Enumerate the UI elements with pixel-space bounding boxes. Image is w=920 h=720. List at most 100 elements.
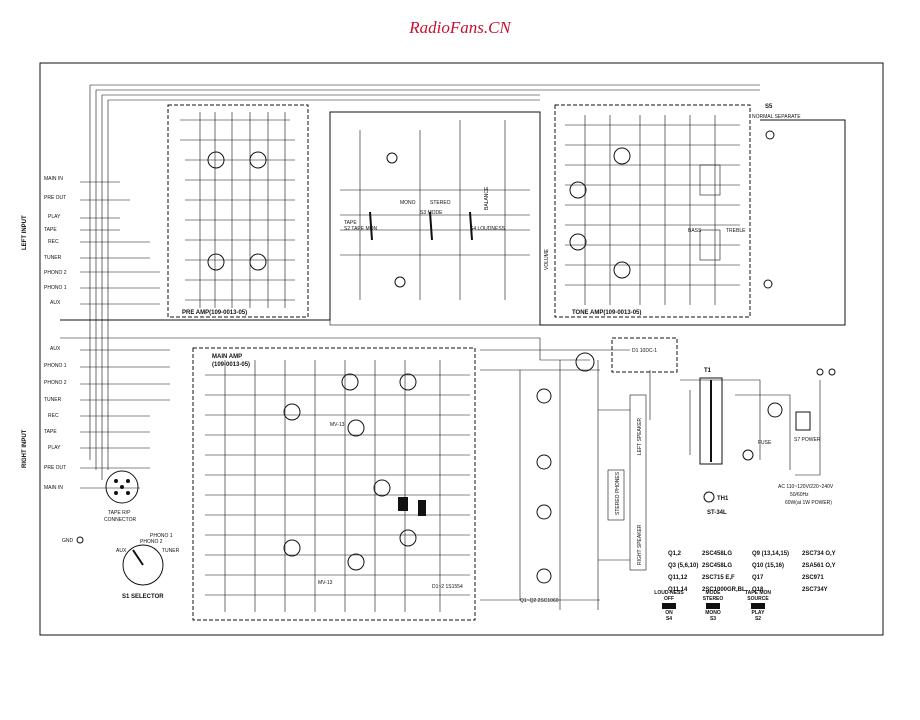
transistor-row: Q1,2 2SC458LG Q9 (13,14,15) 2SC734 O,Y [668, 548, 873, 560]
main-amp-label-1: MAIN AMP [212, 354, 242, 360]
main-amp-label-2: (109-0013-05) [212, 362, 250, 368]
balance-label: BALANCE [484, 186, 490, 210]
switch-panel-mode: MODE STEREO MONO S3 [696, 590, 730, 622]
switch-ref: S3 [709, 616, 717, 622]
q-ref: Q10 (15,16) [752, 563, 785, 569]
gnd-label: GND [62, 538, 74, 544]
right-jack-8: MAIN IN [44, 485, 63, 491]
output-stage [480, 349, 630, 610]
transformer-label: T1 [704, 368, 712, 374]
selector-pos-0: PHONO 2 [140, 539, 163, 545]
transistor-row: Q11,14 2SC1000GR,BL Q18 2SC734Y [668, 584, 873, 596]
jack-label: MAIN IN [44, 485, 63, 491]
right-jack-5: TAPE [44, 429, 57, 435]
right-speaker-label: RIGHT SPEAKER [637, 524, 643, 565]
selector-pos-2: AUX [116, 548, 127, 554]
pre-amp-label: PRE AMP(109-0013-05) [182, 310, 247, 316]
left-jack-6: PHONO 2 [44, 270, 67, 276]
normal-separate-label: NORMAL SEPARATE [752, 114, 801, 120]
connector-label-1: TAPE R/P [108, 510, 131, 516]
switch-section [329, 111, 541, 326]
jack-label: PRE OUT [44, 465, 67, 471]
switch-top-label: OFF [664, 596, 674, 602]
jack-label: PLAY [48, 214, 61, 220]
switch-top-label: SOURCE [747, 596, 769, 602]
q-ref: Q11,14 [668, 587, 688, 593]
d-main-label: D1~2 1S1554 [432, 584, 463, 590]
q-part: 2SC458LG [702, 551, 733, 557]
mv13-label-b: MV-13 [318, 580, 333, 586]
switch-button-tape-mon [751, 603, 765, 609]
right-jack-6: PLAY [48, 445, 60, 451]
s4-loudness-label: S4 LOUDNESS [470, 226, 506, 232]
jack-label: PRE OUT [44, 195, 67, 201]
ac-line-2: 50/60Hz [790, 492, 809, 498]
selector-label: S1 SELECTOR [122, 594, 164, 600]
frame-border [39, 62, 884, 636]
switch-bottom-label: MONO [705, 610, 721, 616]
left-jack-0: MAIN IN [44, 176, 63, 182]
selector-pos-3: TUNER [162, 548, 180, 554]
bass-label: BASS [688, 228, 702, 234]
q-ref: Q9 (13,14,15) [752, 551, 790, 557]
right-jack-7: PRE OUT [44, 465, 66, 471]
jack-label: REC [48, 239, 59, 245]
left-jack-4: REC [48, 239, 59, 245]
treble-label: TREBLE [726, 228, 746, 234]
right-jack-1: PHONO 1 [44, 363, 67, 369]
thermal-label: TH1 [717, 496, 729, 502]
q-part: 2SA561 O,Y [802, 563, 836, 569]
mono-label: MONO [400, 200, 416, 206]
stereo-phones-label: STEREO PHONES [615, 471, 621, 515]
s7-power-label: S7 POWER [794, 437, 821, 443]
s3-mode-label: S3 MODE [420, 210, 443, 216]
left-jack-8: AUX [50, 300, 60, 306]
right-jack-0: AUX [50, 346, 60, 352]
switch-title: LOUD-NESS [654, 590, 684, 596]
q-part: 2SC458LG [702, 563, 733, 569]
q-ref: Q3 (5,6,10) [668, 563, 699, 569]
switch-button-loudness [662, 603, 676, 609]
volume-label: VOLUME [544, 248, 550, 270]
q-part: 2SC971 [802, 575, 824, 581]
jack-label: PLAY [48, 445, 61, 451]
tape-connector [105, 470, 139, 504]
jack-label: TAPE [44, 429, 57, 435]
stereo-label: STEREO [430, 200, 451, 206]
q-part: 2SC1000GR,BL [702, 587, 746, 593]
switch-bottom-label: ON [665, 610, 673, 616]
jack-label: AUX [50, 346, 61, 352]
left-jack-2: PLAY [48, 214, 60, 220]
selector-pos-1: PHONO 1 [150, 533, 173, 539]
fuse-label: FUSE [758, 440, 772, 446]
power-supply [611, 337, 836, 476]
switch-bottom-label: PLAY [751, 610, 765, 616]
jack-label: PHONO 1 [44, 285, 67, 291]
s5-label: S5 [765, 104, 773, 110]
switch-ref: S2 [754, 616, 762, 622]
left-input-side-label: LEFT INPUT [22, 215, 28, 250]
jack-label: TUNER [44, 397, 62, 403]
switch-title: TAPE MON [744, 590, 772, 596]
switch-panel-tape-mon: TAPE MON SOURCE PLAY S2 [740, 590, 776, 622]
watermark: RadioFans.CN [409, 18, 511, 37]
left-jack-1: PRE OUT [44, 195, 66, 201]
thermal-part-label: ST-34L [707, 510, 727, 516]
switch-panel-loudness: LOUD-NESS OFF ON S4 [652, 590, 686, 622]
s2-tape-mon-label: S2 TAPE MON [344, 226, 378, 232]
q-ref: Q11,12 [668, 575, 688, 581]
ac-line-1: AC 110~120V/220~240V [778, 484, 834, 490]
right-jack-3: TUNER [44, 397, 61, 403]
left-jack-7: PHONO 1 [44, 285, 67, 291]
connector-label-2: CONNECTOR [104, 517, 137, 523]
switch-panel: LOUD-NESS OFF ON S4 MODE STEREO MONO S3 … [652, 590, 782, 632]
tone-amp-label: TONE AMP(109-0013-05) [572, 310, 641, 316]
jack-label: TUNER [44, 255, 62, 261]
jack-label: PHONO 2 [44, 380, 67, 386]
transistor-table: Q1,2 2SC458LG Q9 (13,14,15) 2SC734 O,Y Q… [668, 548, 873, 596]
jack-label: TAPE [44, 227, 57, 233]
switch-title: MODE [705, 590, 721, 596]
speaker-terminals [598, 394, 647, 571]
jack-label: REC [48, 413, 59, 419]
q-part: 2SC715 E,F [702, 575, 735, 581]
